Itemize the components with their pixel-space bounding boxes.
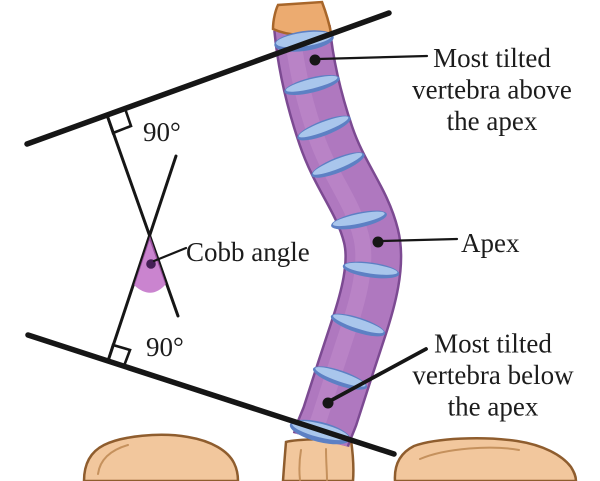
pointer-line-cobb bbox=[152, 246, 188, 263]
svg-text:the apex: the apex bbox=[448, 392, 539, 422]
cobb-measurement bbox=[24, 10, 397, 457]
top-vertebra bbox=[271, 0, 333, 37]
disc bbox=[284, 74, 340, 96]
text-labels: 90° 90° Cobb angle Most tilted vertebra … bbox=[143, 43, 574, 422]
disc bbox=[330, 313, 386, 337]
disc bbox=[331, 210, 387, 230]
disc bbox=[311, 152, 365, 178]
upper-perpendicular-line bbox=[105, 113, 180, 318]
lower-endplate-line bbox=[25, 332, 397, 457]
sacrum-crease-left bbox=[298, 449, 302, 481]
angle-value-top: 90° bbox=[143, 117, 181, 147]
svg-text:Most tilted: Most tilted bbox=[433, 43, 551, 73]
right-angle-marker-top bbox=[105, 106, 133, 135]
svg-text:vertebra below: vertebra below bbox=[412, 360, 574, 390]
angle-value-bottom: 90° bbox=[146, 332, 184, 362]
disc bbox=[312, 366, 368, 390]
svg-text:vertebra above: vertebra above bbox=[412, 75, 572, 105]
cobb-angle-label: Cobb angle bbox=[186, 237, 310, 267]
sacrum-crease-right bbox=[325, 448, 328, 481]
pointer-line-top bbox=[316, 54, 429, 61]
svg-text:the apex: the apex bbox=[447, 106, 538, 136]
upper-endplate-line bbox=[24, 10, 392, 147]
leaders bbox=[152, 54, 459, 409]
disc bbox=[297, 115, 351, 141]
spine bbox=[271, 0, 403, 448]
right-angle-marker-bottom bbox=[106, 343, 132, 368]
svg-text:Most tilted: Most tilted bbox=[434, 329, 552, 359]
iliac-bone-right bbox=[393, 437, 578, 481]
label-most-tilted-below: Most tilted vertebra below the apex bbox=[412, 329, 574, 422]
label-apex: Apex bbox=[461, 228, 520, 258]
iliac-bone-right-crease bbox=[419, 446, 520, 460]
iliac-bone-left bbox=[82, 433, 240, 481]
pointer-line-apex bbox=[380, 237, 459, 243]
iliac-bone-left-crease bbox=[97, 444, 129, 475]
marker-dot-top bbox=[309, 54, 321, 66]
pointer-line-bottom bbox=[328, 347, 428, 403]
pelvis bbox=[82, 433, 578, 481]
lower-perpendicular-line bbox=[106, 154, 178, 363]
label-most-tilted-above: Most tilted vertebra above the apex bbox=[412, 43, 572, 136]
marker-dot-apex bbox=[372, 236, 384, 248]
disc bbox=[342, 261, 400, 279]
